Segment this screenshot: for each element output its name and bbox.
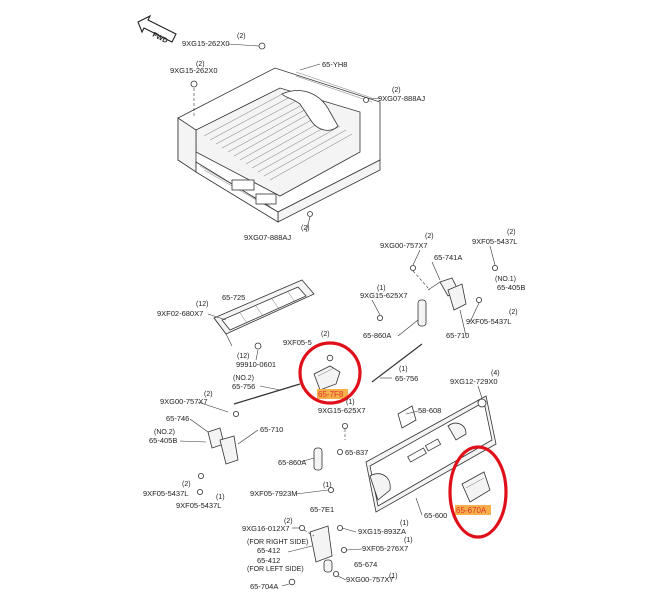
qty-bumper: (4) [491, 370, 500, 377]
label-hinge-screw: 9XG00-757X7 [380, 241, 428, 250]
bumper-icon [477, 398, 487, 408]
qty-bolt-b4: (1) [389, 573, 398, 580]
handle-drawing [461, 471, 491, 503]
fwd-arrow-icon: FWD [137, 14, 177, 45]
qty-screw-r2: (2) [509, 309, 518, 316]
label-seal: 58-608 [418, 406, 441, 415]
label-protector: 65-725 [222, 293, 245, 302]
qty-hinge-screw: (2) [425, 233, 434, 240]
label-rod-left: 65-756 [232, 382, 255, 391]
qty-bolt-c: (1) [346, 399, 355, 406]
tailgate-protector-drawing [213, 279, 315, 347]
left-hinge-group-drawing [196, 410, 343, 495]
qty-noi-r: (NO.1) [495, 276, 516, 283]
label-screw-right: 9XG07-888AJ [378, 94, 425, 103]
bolt-9xg15-left-icon [190, 80, 198, 118]
label-pin: 65-837 [345, 448, 368, 457]
tailgate-panel-drawing [365, 395, 497, 513]
label-screw-r1: 9XF05-5437L [472, 237, 517, 246]
label-rod-right: 65-756 [395, 374, 418, 383]
qty-rod-right: (1) [399, 366, 408, 373]
label-for-right: (FOR RIGHT SIDE) [247, 539, 308, 546]
label-bolt-b4: 9XG00-757X7 [346, 575, 394, 584]
label-handle: 65-670A [456, 506, 487, 515]
label-bolt-top: 9XG15-262X0 [182, 39, 230, 48]
label-412-right: 65-412 [257, 546, 280, 555]
label-noi-r: 65-405B [497, 283, 525, 292]
qty-clip: (12) [237, 353, 249, 360]
label-for-left: (FOR LEFT SIDE) [247, 566, 304, 573]
label-screw-l3: 9XF05-5437L [176, 501, 221, 510]
label-704: 65-704A [250, 582, 278, 591]
bed-liner-drawing [177, 67, 381, 223]
qty-screw-l3: (1) [216, 494, 225, 501]
qty-bolt-top: (2) [237, 33, 246, 40]
bolt-center-icon [341, 422, 348, 429]
label-screw-bottom: 9XG07-888AJ [244, 233, 291, 242]
rod-right-drawing [371, 343, 423, 383]
rod-left-drawing [233, 383, 301, 405]
label-bolt-r: 9XG15-625X7 [360, 291, 408, 300]
label-bumper: 9XG12-729X0 [450, 377, 498, 386]
label-clip: 99910-0601 [236, 360, 276, 369]
label-bolt-left: 9XG15-262X0 [170, 66, 218, 75]
label-hinge-l: 65-710 [260, 425, 283, 434]
label-bolt-b: 9XG16-012X7 [242, 524, 290, 533]
handle-highlight-tag [455, 505, 491, 515]
qty-screw-c: (2) [321, 331, 330, 338]
clip-icon [254, 342, 262, 350]
bolt-9xg15-top-icon [227, 42, 266, 50]
qty-screw-bottom: (2) [301, 225, 310, 232]
label-screw-b3: 9XF05-276X7 [362, 544, 408, 553]
label-bracket: 65-7E1 [310, 505, 334, 514]
qty-bolt-b2: (1) [400, 520, 409, 527]
label-tailgate: 65-600 [424, 511, 447, 520]
label-screw-c: 9XF05-5 [283, 338, 312, 347]
label-handle-l: 65-746 [166, 414, 189, 423]
label-cable-r: 65-860A [363, 331, 391, 340]
label-bedliner: 65-YH8 [322, 60, 347, 69]
screw-9xg07-right-icon [363, 97, 381, 103]
qty-bolt-left: (2) [196, 61, 205, 68]
latch-highlight-ring [298, 341, 362, 405]
latch-highlight-tag [317, 389, 348, 399]
label-screw-h: 9XF05-7923M [250, 489, 298, 498]
label-support-r: 65-741A [434, 253, 462, 262]
qty-screw-h: (1) [323, 482, 332, 489]
qty-screw-right: (2) [392, 87, 401, 94]
screw-9xg07-bottom-icon [305, 211, 313, 233]
label-hinge-r: 65-710 [446, 331, 469, 340]
qty-rod-left: (NO.2) [233, 375, 254, 382]
qty-screw-b3: (1) [404, 537, 413, 544]
lower-bracket-drawing [288, 525, 347, 586]
label-bolt-b2: 9XG15-893ZA [358, 527, 406, 536]
qty-noii-l: (NO.2) [154, 429, 175, 436]
handle-highlight-ring [448, 445, 508, 539]
qty-screw-r1: (2) [507, 229, 516, 236]
qty-bolt-b: (2) [284, 518, 293, 525]
label-screw-l2: 9XF05-5437L [143, 489, 188, 498]
right-hinge-group-drawing [376, 264, 498, 327]
center-latch-drawing [313, 354, 341, 391]
qty-screw-l: (2) [204, 391, 213, 398]
label-674: 65-674 [354, 560, 377, 569]
label-latch-rod: 65-7F8 [318, 390, 344, 399]
label-412-left: 65-412 [257, 556, 280, 565]
label-rivet: 9XF02-680X7 [157, 309, 203, 318]
label-screw-r2: 9XF05-5437L [466, 317, 511, 326]
qty-rivet: (12) [196, 301, 208, 308]
qty-bolt-r: (1) [377, 285, 386, 292]
label-cable-l: 65-860A [278, 458, 306, 467]
label-screw-l: 9XG00-757X7 [160, 397, 208, 406]
label-noii-l: 65-405B [149, 436, 177, 445]
label-bolt-c: 9XG15-625X7 [318, 406, 366, 415]
qty-screw-l2: (2) [182, 481, 191, 488]
